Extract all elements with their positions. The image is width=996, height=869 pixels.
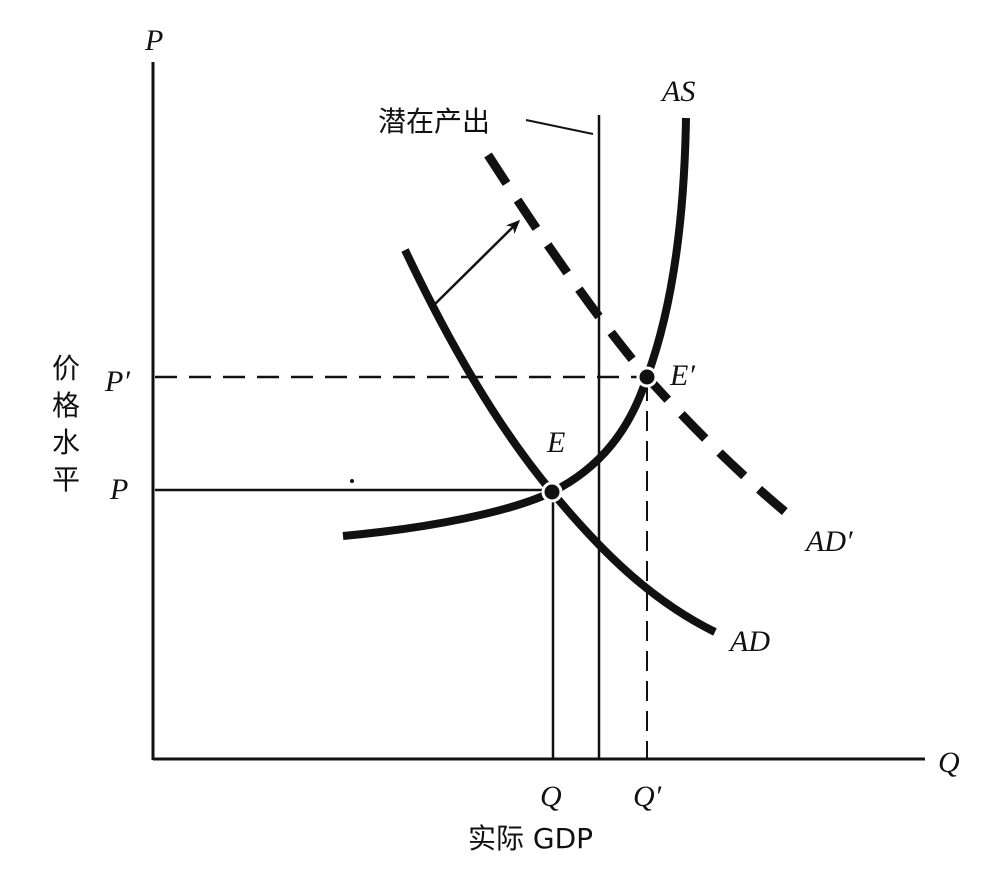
tick-label-q: Q	[540, 780, 562, 813]
point-e-marker	[541, 481, 563, 503]
potential-output-label: 潜在产出	[378, 105, 490, 138]
tick-label-p: P	[109, 473, 128, 506]
stray-dot	[350, 479, 354, 483]
ad-curve-label: AD	[728, 625, 770, 658]
y-title-char-1: 价	[52, 352, 80, 385]
as-curve-label: AS	[660, 75, 695, 108]
y-axis-symbol: P	[144, 24, 163, 57]
curves	[342, 117, 798, 636]
tick-label-q-prime: Q′	[633, 780, 662, 813]
shift-arrow	[434, 219, 521, 305]
y-title-char-3: 水	[52, 426, 80, 459]
x-axis-symbol: Q	[938, 746, 960, 779]
y-title-char-4: 平	[52, 463, 80, 496]
reference-lines	[155, 115, 648, 758]
tick-label-p-prime: P′	[104, 365, 130, 398]
point-e-prime-marker	[636, 366, 658, 388]
x-axis-title: 实际 GDP	[468, 822, 593, 855]
point-e-prime-label: E′	[669, 359, 695, 392]
ad-prime-curve-label: AD′	[804, 525, 853, 558]
as-curve	[342, 117, 690, 540]
y-title-char-2: 格	[52, 389, 80, 422]
equilibrium-points	[350, 366, 658, 503]
labels: P Q 价 格 水 平 P′ P Q Q′ 实际 GDP 潜在产出 AS AD′…	[52, 24, 960, 855]
point-e-label: E	[546, 426, 565, 459]
potential-output-leader	[525, 119, 594, 135]
axes	[151, 62, 925, 761]
